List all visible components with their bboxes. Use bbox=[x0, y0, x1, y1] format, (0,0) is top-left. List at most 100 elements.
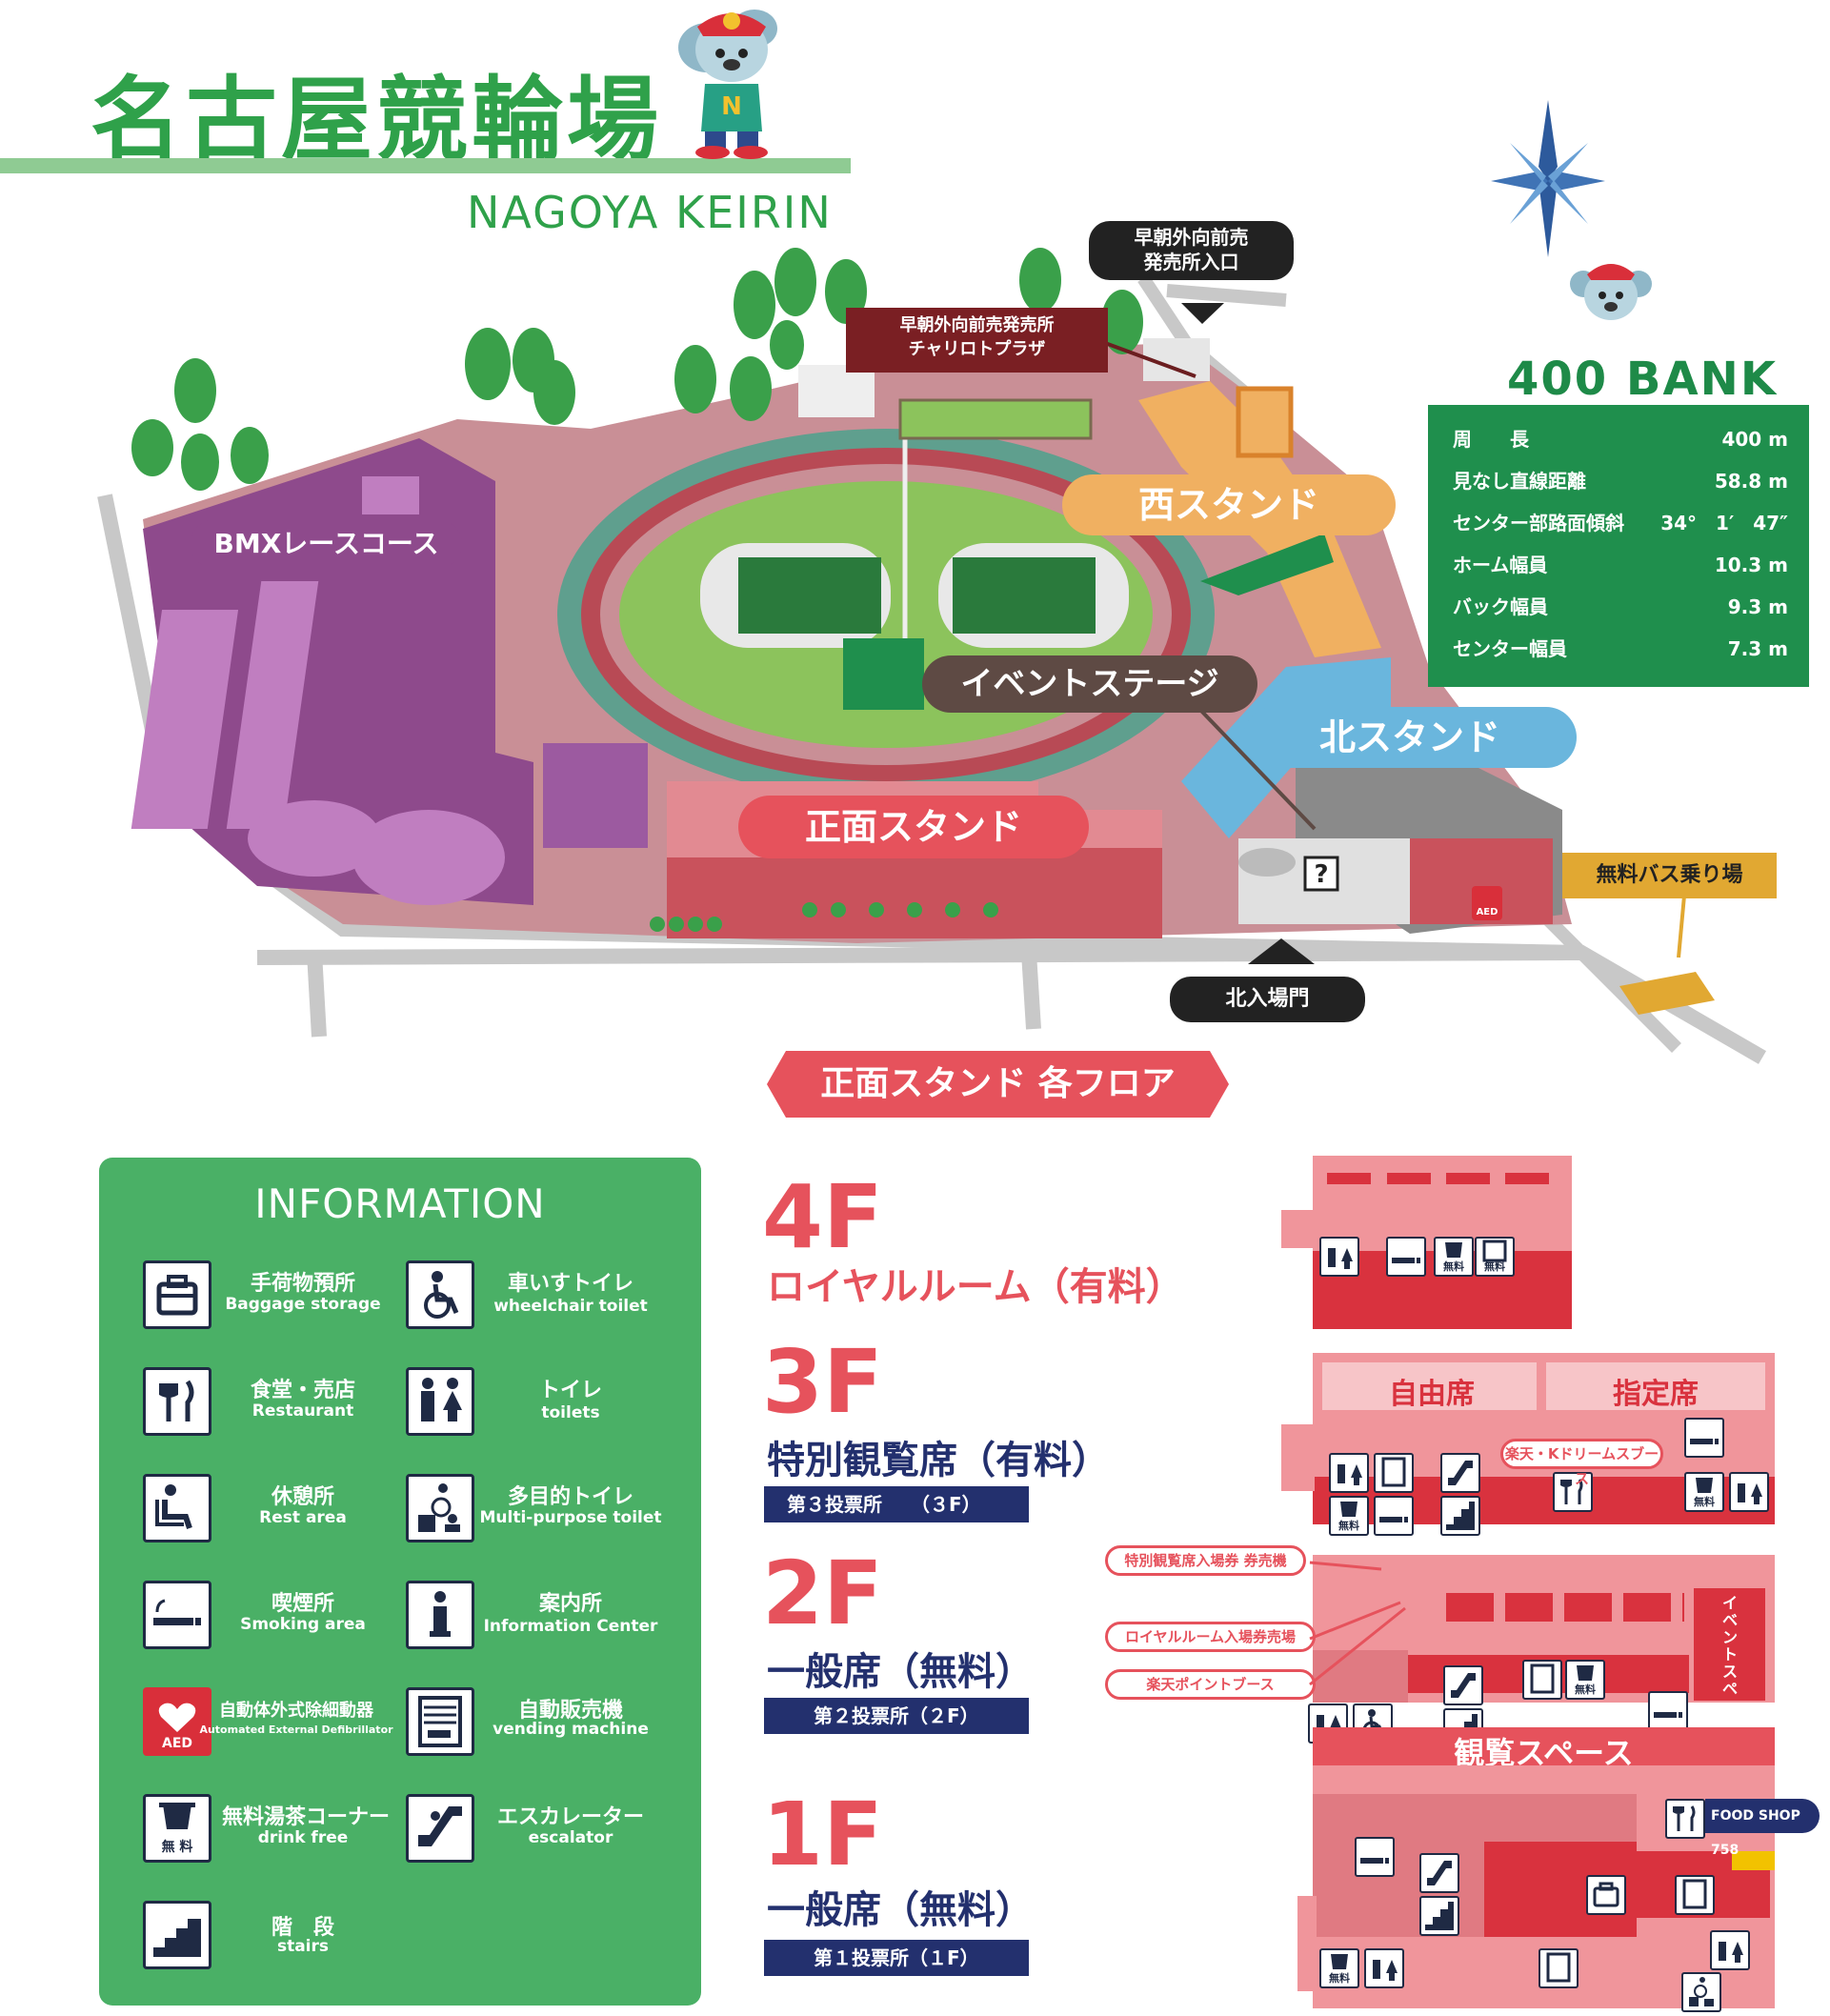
stairs-icon bbox=[1419, 1896, 1459, 1936]
rest-area-icon bbox=[143, 1474, 211, 1542]
free-bus-label: 無料バス乗り場 bbox=[1562, 853, 1777, 898]
floor-1f-annex bbox=[1297, 1896, 1317, 1991]
north-gate-label: 北入場門 bbox=[1170, 977, 1365, 1022]
event-space-label: イベントスペース bbox=[1721, 1594, 1738, 1732]
multipurpose-toilet-icon bbox=[406, 1474, 474, 1542]
escalator-icon bbox=[1419, 1853, 1459, 1893]
toilet-icon bbox=[1319, 1237, 1359, 1277]
toilet-icon bbox=[406, 1367, 474, 1436]
free-seat-label: 自由席 bbox=[1389, 1378, 1475, 1411]
vending-machine-icon bbox=[1522, 1660, 1562, 1700]
floor-2f-leader-lines bbox=[1309, 1561, 1406, 1686]
information-panel: INFORMATION 手荷物預所 Baggage storage 車いすトイレ… bbox=[99, 1158, 701, 2006]
stairs-icon bbox=[1440, 1496, 1480, 1536]
floor-3f-number: 3F bbox=[762, 1331, 883, 1433]
drink-free-label: 無料 bbox=[1443, 1260, 1464, 1273]
smoking-icon bbox=[143, 1581, 211, 1649]
floor-2f-voting: 第２投票所（２F） bbox=[764, 1698, 1029, 1734]
smoking-icon bbox=[1374, 1496, 1414, 1536]
reserved-seat-label: 指定席 bbox=[1613, 1378, 1699, 1411]
map-info-icon: ? bbox=[1314, 860, 1328, 889]
vending-machine-icon bbox=[1675, 1875, 1715, 1915]
smoking-icon bbox=[1648, 1691, 1688, 1731]
legend-label: 自動体外式除細動器 bbox=[219, 1701, 373, 1721]
escalator-icon bbox=[1440, 1453, 1480, 1493]
drink-free-icon: 無料 bbox=[1319, 1948, 1359, 1988]
escalator-icon bbox=[406, 1794, 474, 1863]
information-title: INFORMATION bbox=[254, 1180, 546, 1227]
restaurant-icon bbox=[1553, 1472, 1593, 1512]
drink-free-label: 無料 bbox=[1329, 1972, 1350, 1985]
legend-label: トイレ bbox=[538, 1379, 602, 1402]
legend-label-en: toilets bbox=[541, 1403, 600, 1422]
floor-2f-number: 2F bbox=[762, 1542, 883, 1644]
special-ticket-machine-label: 特別観覧席入場券 券売機 bbox=[1105, 1545, 1306, 1576]
legend-label: 多目的トイレ bbox=[507, 1485, 633, 1509]
info-icon bbox=[406, 1581, 474, 1649]
drink-free-icon: 無料 bbox=[1434, 1237, 1474, 1277]
legend-label: 食堂・売店 bbox=[250, 1379, 355, 1402]
floor-3f-annex bbox=[1281, 1424, 1315, 1491]
title-rule bbox=[0, 158, 851, 173]
floor-4f-number: 4F bbox=[762, 1166, 883, 1268]
baggage-icon bbox=[1586, 1875, 1626, 1915]
drink-free-label: 無料 bbox=[1694, 1496, 1715, 1508]
legend-label-en: Baggage storage bbox=[225, 1295, 381, 1314]
bmx-course-label: BMXレースコース bbox=[191, 519, 462, 569]
vending-free-label: 無料 bbox=[1484, 1260, 1505, 1273]
toilet-icon bbox=[1710, 1930, 1750, 1970]
restaurant-icon bbox=[143, 1367, 211, 1436]
west-stand-label: 西スタンド bbox=[1062, 474, 1396, 535]
escalator-icon bbox=[1443, 1665, 1483, 1705]
map-aed-icon: AED bbox=[1477, 907, 1498, 917]
floors-banner: 正面スタンド 各フロア bbox=[820, 1064, 1176, 1103]
legend-label-en: Restaurant bbox=[251, 1401, 354, 1421]
rakuten-point-booth-label: 楽天ポイントブース bbox=[1105, 1669, 1316, 1700]
smoking-icon bbox=[1355, 1837, 1395, 1877]
legend-label-en: stairs bbox=[276, 1937, 330, 1956]
early-entrance-label: 早朝外向前売 発売所入口 bbox=[1089, 221, 1294, 280]
multipurpose-toilet-icon bbox=[1681, 1972, 1721, 2012]
floor-3f-voting: 第３投票所 （３F） bbox=[764, 1486, 1029, 1522]
legend-label-en: Multi-purpose toilet bbox=[479, 1508, 662, 1527]
legend-label-en: Smoking area bbox=[240, 1615, 366, 1634]
svg-text:N: N bbox=[721, 92, 742, 121]
legend-label: エスカレーター bbox=[496, 1805, 644, 1829]
legend-label-en: wheelchair toilet bbox=[493, 1297, 648, 1316]
vending-machine-icon bbox=[1538, 1948, 1579, 1988]
legend-label-en: drink free bbox=[257, 1828, 349, 1847]
floor-3f-name: 特別観覧席（有料） bbox=[767, 1439, 1110, 1482]
drink-free-icon-text: 無 料 bbox=[161, 1840, 193, 1855]
toilet-icon bbox=[1729, 1472, 1769, 1512]
legend-label-en: escalator bbox=[528, 1828, 613, 1847]
drink-free-label: 無料 bbox=[1338, 1520, 1359, 1532]
floor-1f-voting: 第１投票所（１F） bbox=[764, 1940, 1029, 1976]
floor-2f-name: 一般席（無料） bbox=[767, 1650, 1034, 1694]
bank-title: 400 BANK bbox=[1507, 353, 1779, 406]
page-subtitle: NAGOYA KEIRIN bbox=[467, 187, 833, 238]
vending-machine-icon bbox=[1374, 1453, 1414, 1493]
vending-machine-icon: 無料 bbox=[1475, 1237, 1515, 1277]
mascot-image: N bbox=[678, 10, 777, 159]
legend-label: 階 段 bbox=[271, 1916, 334, 1940]
restaurant-icon bbox=[1665, 1799, 1705, 1839]
royal-ticket-counter-label: ロイヤルルーム入場券売場 bbox=[1105, 1622, 1316, 1652]
kdreams-booth-label: 楽天・Kドリームスブース bbox=[1500, 1439, 1663, 1487]
wheelchair-icon bbox=[406, 1260, 474, 1329]
main-stand-label: 正面スタンド bbox=[738, 796, 1089, 858]
aed-icon: AED bbox=[143, 1687, 211, 1756]
vending-machine-icon bbox=[406, 1687, 474, 1756]
legend-label: 手荷物預所 bbox=[250, 1272, 355, 1296]
floor-4f-name: ロイヤルルーム（有料） bbox=[767, 1265, 1184, 1309]
toilet-icon bbox=[1329, 1453, 1369, 1493]
compass-icon bbox=[1491, 100, 1605, 257]
legend-label: 休憩所 bbox=[271, 1485, 334, 1509]
legend-label: 自動販売機 bbox=[517, 1699, 623, 1723]
plaza-label: 早朝外向前売発売所 チャリロトプラザ bbox=[846, 308, 1108, 373]
